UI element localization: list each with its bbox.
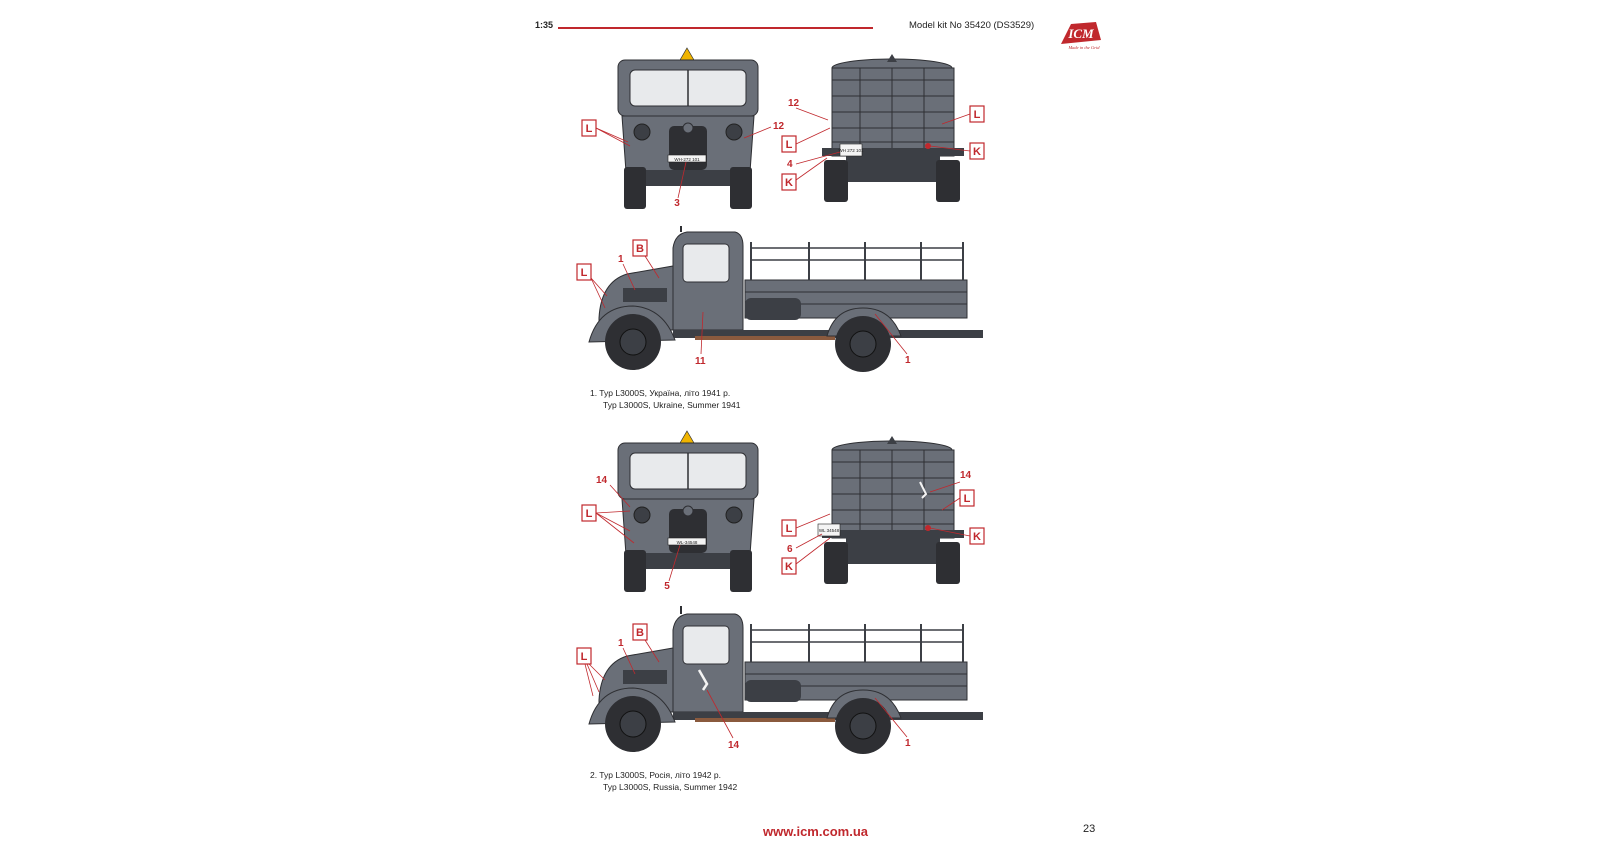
scheme2-side-label-14: 14: [728, 740, 740, 751]
scheme1-caption: 1. Typ L3000S, Україна, літо 1941 р. Typ…: [590, 388, 741, 411]
scheme1-front-label-3: 3: [674, 198, 680, 209]
icm-logo: ICM Made in the Grid: [1058, 18, 1104, 52]
scheme2-side-label-1-rear: 1: [905, 738, 911, 749]
scheme2-rear-plate: WL 34548: [819, 528, 840, 533]
scheme1-side-label-11: 11: [695, 356, 706, 367]
scheme1-front-label-L: L: [586, 123, 593, 135]
scheme1-rear-label-K-left: K: [785, 177, 793, 189]
scheme2-front-label-14: 14: [596, 475, 608, 486]
scheme2-rear-label-L-left: L: [786, 523, 793, 535]
scheme2-caption-ua: 2. Typ L3000S, Росія, літо 1942 р.: [590, 770, 721, 780]
scheme2-front-plate: WL-34548: [677, 540, 698, 545]
scheme2-rear-label-K-left: K: [785, 561, 793, 573]
scheme1-rear-view: WH 272 101 12 L 4 K L K: [781, 54, 985, 202]
scheme2-rear-label-14: 14: [960, 470, 972, 481]
scheme2-rear-label-6: 6: [787, 544, 793, 555]
scheme2-front-label-5: 5: [664, 581, 670, 592]
scheme1-rear-label-4: 4: [787, 159, 793, 170]
scheme1-rear-label-12: 12: [788, 98, 800, 109]
scheme1-front-plate: WH-272 101: [674, 157, 700, 162]
scheme2-front-label-L: L: [586, 508, 593, 520]
scheme1-caption-en: Typ L3000S, Ukraine, Summer 1941: [603, 399, 741, 410]
scheme1-front-label-12: 12: [773, 121, 785, 132]
svg-text:Made in the Grid: Made in the Grid: [1067, 45, 1100, 50]
scheme2-side-label-L: L: [581, 651, 588, 663]
scheme1-side-label-1-rear: 1: [905, 355, 911, 366]
scheme2-rear-label-L-right: L: [964, 493, 971, 505]
scheme1-front-view: WH-272 101 L 12 3: [581, 47, 785, 209]
scheme2-rear-view: WL 34548 14 L L 6 K K: [781, 436, 985, 584]
scheme1-caption-ua: 1. Typ L3000S, Україна, літо 1941 р.: [590, 388, 731, 398]
scheme1-side-label-1-front: 1: [618, 254, 624, 265]
svg-text:ICM: ICM: [1067, 26, 1094, 41]
scheme1-rear-plate: WH 272 101: [838, 148, 864, 153]
scheme1-rear-label-K-right: K: [973, 146, 981, 158]
kit-number: Model kit No 35420 (DS3529): [909, 20, 1035, 31]
scheme1-side-label-L: L: [581, 267, 588, 279]
scheme1-side-label-B: B: [636, 243, 644, 255]
page-number: 23: [1083, 823, 1096, 835]
scheme1-side-view: L 1 B 11 1: [576, 226, 983, 372]
scheme2-side-view: L 1 B 14 1: [576, 606, 983, 754]
scale-label: 1:35: [535, 20, 554, 30]
scheme1-rear-label-L-right: L: [974, 109, 981, 121]
scheme1-rear-label-L-left: L: [786, 139, 793, 151]
scheme2-side-label-B: B: [636, 627, 644, 639]
scheme2-rear-label-K-right: K: [973, 531, 981, 543]
scheme2-front-view: WL-34548 14 L 5: [581, 430, 759, 592]
scheme2-caption-en: Typ L3000S, Russia, Summer 1942: [603, 781, 738, 792]
scheme2-caption: 2. Typ L3000S, Росія, літо 1942 р. Typ L…: [590, 770, 737, 793]
scheme2-side-label-1-front: 1: [618, 638, 624, 649]
footer-website-link[interactable]: www.icm.com.ua: [763, 824, 868, 839]
header-rule: [558, 27, 873, 29]
